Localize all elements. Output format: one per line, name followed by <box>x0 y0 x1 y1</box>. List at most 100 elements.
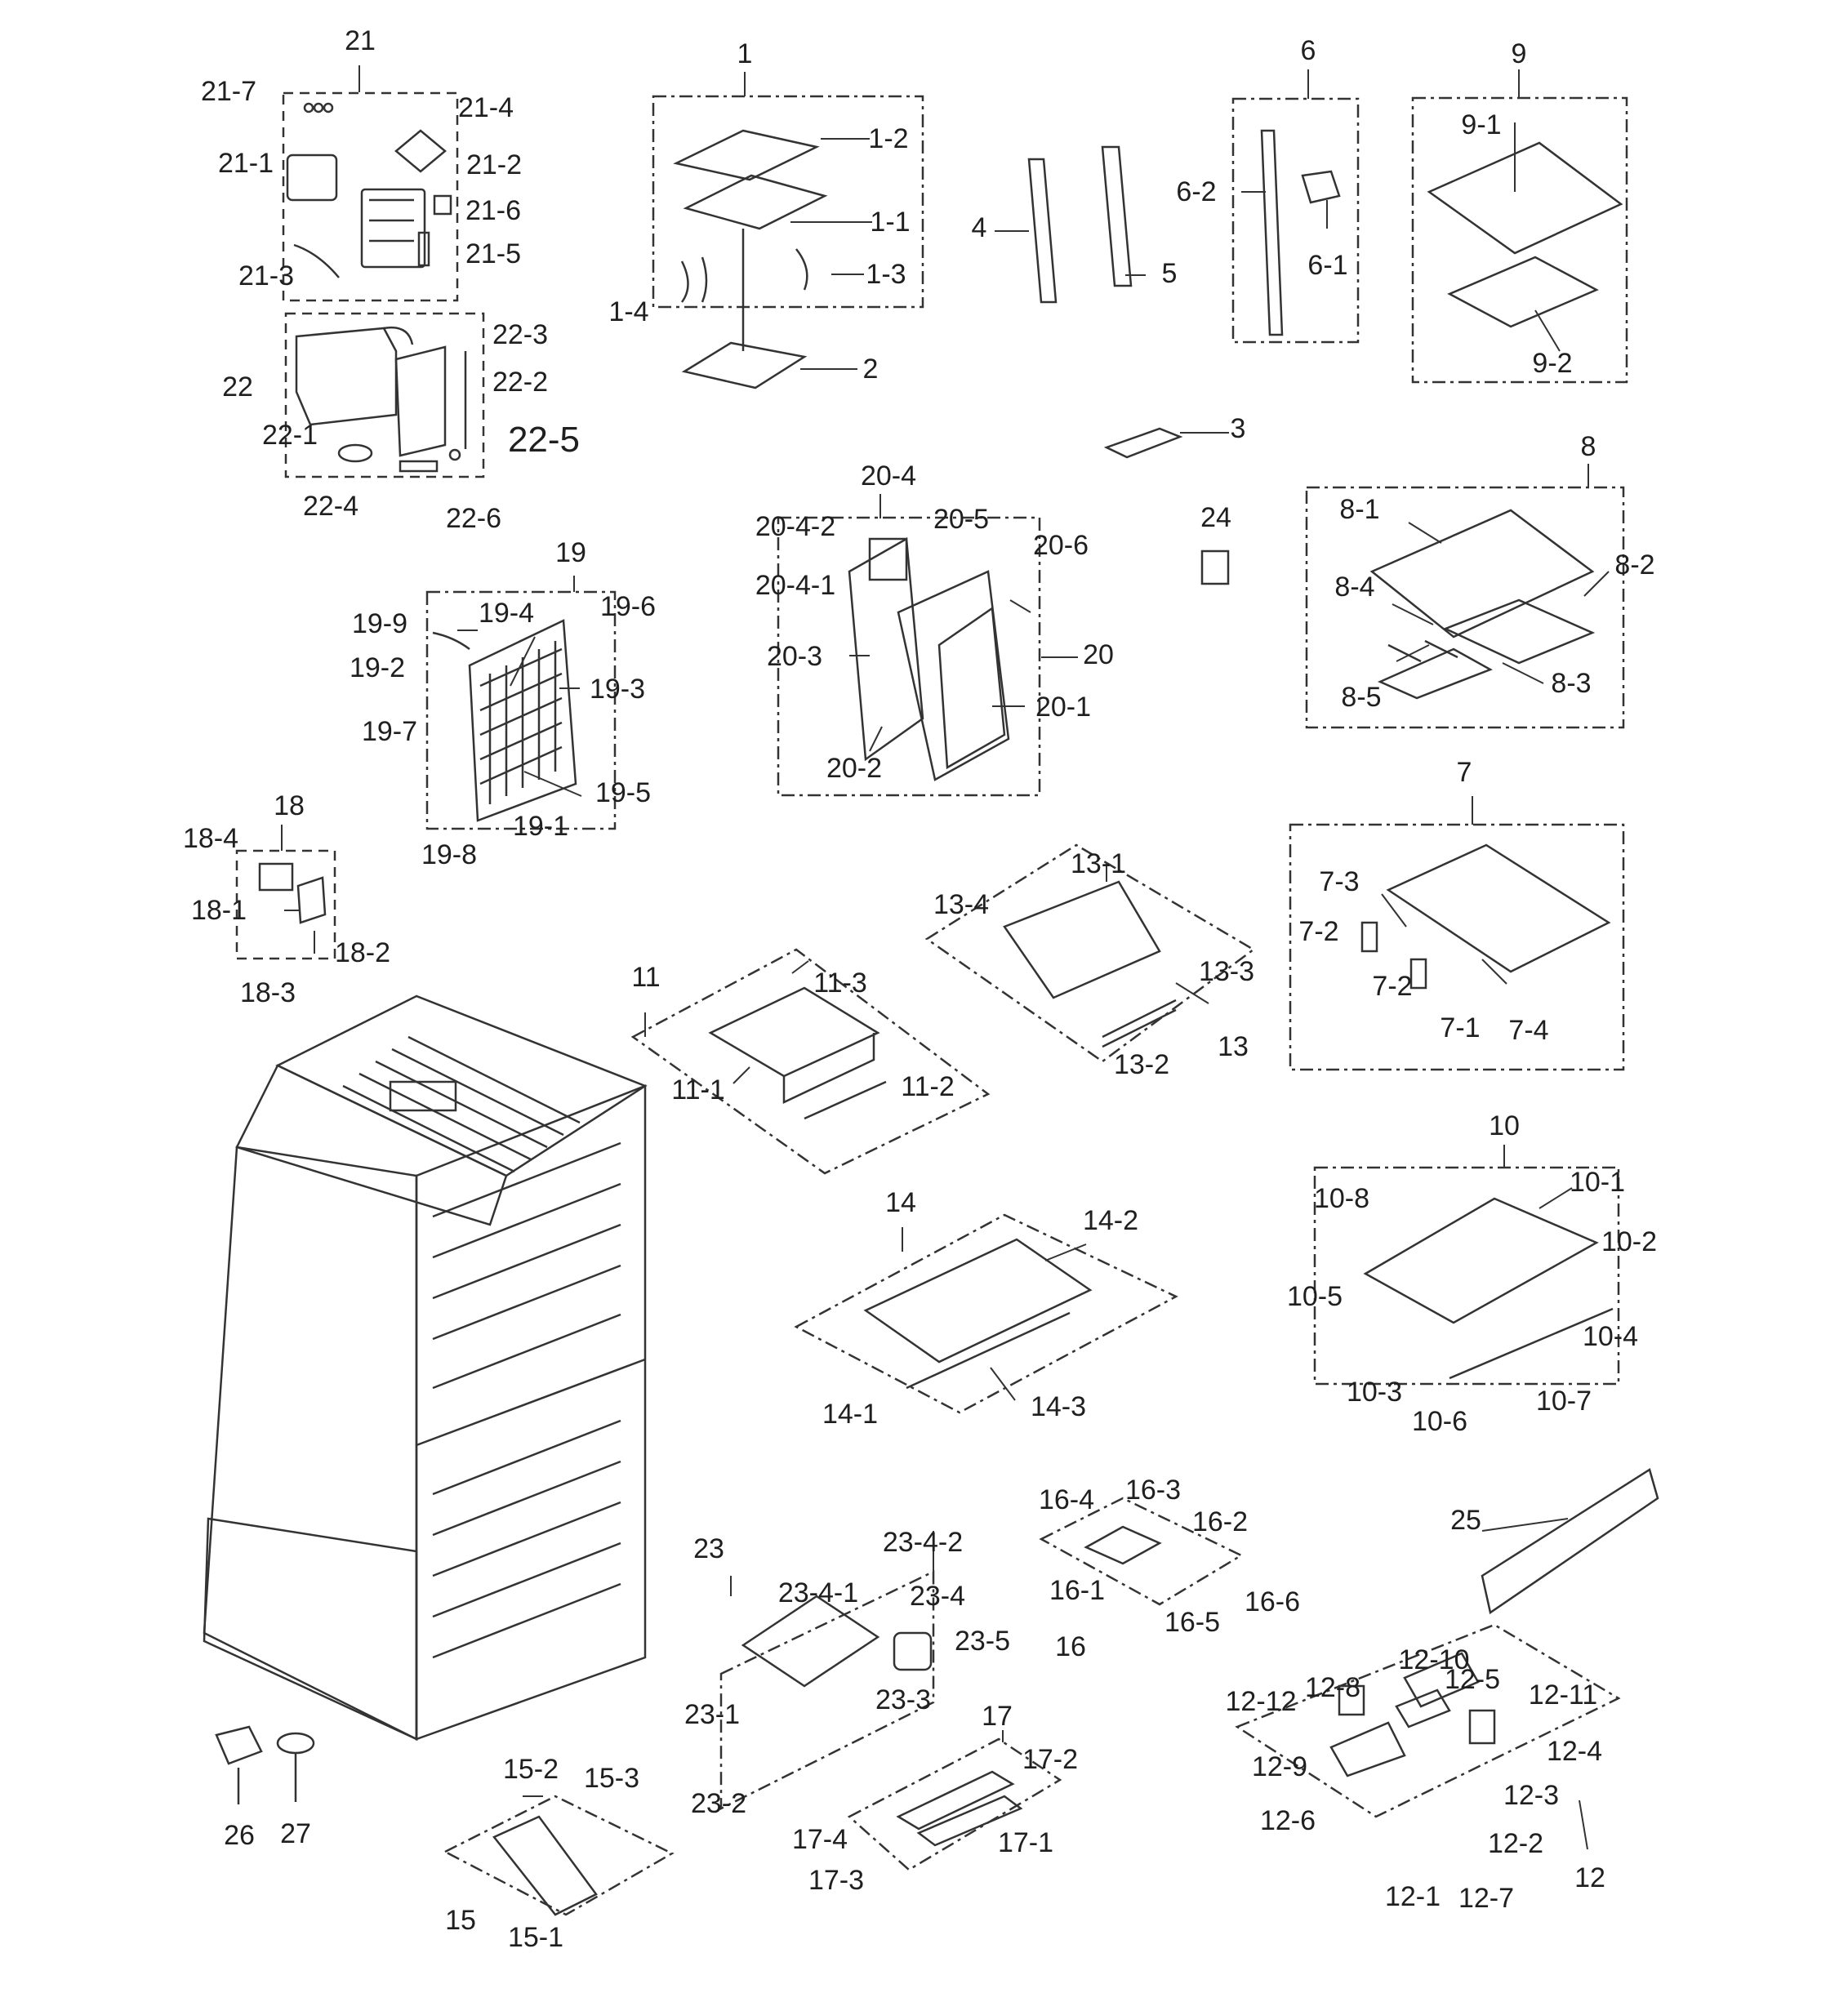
part-label-7-3: 7-3 <box>1319 866 1360 897</box>
part-20-panel <box>848 536 1010 781</box>
part-label-6-1: 6-1 <box>1307 250 1348 281</box>
part-label-19-8: 19-8 <box>421 839 478 870</box>
part-label-26: 26 <box>224 1820 255 1851</box>
part-label-1-3: 1-3 <box>866 259 906 290</box>
part-label-8: 8 <box>1580 431 1596 462</box>
group-box-11 <box>630 948 991 1175</box>
leader-lines <box>281 65 1610 1850</box>
part-label-19-2: 19-2 <box>349 652 406 683</box>
part-label-17-1: 17-1 <box>997 1827 1054 1858</box>
part-label-23-5: 23-5 <box>954 1626 1011 1657</box>
group-box-1 <box>652 95 924 309</box>
group-box-7 <box>1289 823 1625 1071</box>
part-label-4: 4 <box>971 212 987 243</box>
part-label-20-1: 20-1 <box>1035 692 1092 723</box>
part-label-13-1: 13-1 <box>1070 848 1127 879</box>
part-label-5: 5 <box>1161 258 1178 289</box>
part-label-22: 22 <box>222 371 253 403</box>
part-label-19-5: 19-5 <box>594 777 652 808</box>
part-label-20-3: 20-3 <box>766 641 823 672</box>
part-label-12-3: 12-3 <box>1503 1780 1560 1811</box>
part-label-10-4: 10-4 <box>1582 1321 1639 1352</box>
part-label-10-3: 10-3 <box>1346 1377 1403 1408</box>
part-label-10-1: 10-1 <box>1569 1167 1626 1198</box>
part-label-22-4: 22-4 <box>302 491 359 522</box>
part-label-22-2: 22-2 <box>492 367 549 398</box>
part-label-12-10: 12-10 <box>1398 1644 1470 1675</box>
part-label-17-3: 17-3 <box>808 1865 865 1896</box>
part-label-23-2: 23-2 <box>690 1788 747 1819</box>
part-3 <box>1103 427 1183 459</box>
part-19-evaporator <box>432 619 577 822</box>
part-13-drawer <box>1003 880 1177 1048</box>
part-label-9: 9 <box>1511 38 1527 69</box>
part-21-icemaker <box>286 102 452 278</box>
part-label-13-3: 13-3 <box>1198 956 1255 987</box>
part-label-11: 11 <box>631 962 661 993</box>
part-label-22-5: 22-5 <box>507 420 581 460</box>
part-label-16: 16 <box>1055 1631 1086 1662</box>
part-label-20-2: 20-2 <box>826 753 883 784</box>
part-label-21-5: 21-5 <box>465 238 522 269</box>
part-label-11-1: 11-1 <box>671 1074 725 1106</box>
part-label-21-3: 21-3 <box>238 260 295 291</box>
part-label-10-5: 10-5 <box>1286 1281 1343 1312</box>
part-label-19-9: 19-9 <box>351 608 408 639</box>
part-label-2: 2 <box>862 354 879 385</box>
part-25-bar <box>1481 1468 1659 1615</box>
part-label-21-4: 21-4 <box>457 92 514 123</box>
part-label-8-3: 8-3 <box>1551 668 1592 699</box>
part-label-19-6: 19-6 <box>599 591 657 622</box>
part-label-27: 27 <box>280 1818 311 1849</box>
group-box-6 <box>1231 97 1360 344</box>
part-label-15: 15 <box>445 1905 476 1936</box>
group-box-23 <box>719 1570 935 1811</box>
part-label-20-6: 20-6 <box>1032 530 1089 561</box>
part-label-9-1: 9-1 <box>1461 109 1502 140</box>
part-label-18-2: 18-2 <box>334 937 391 968</box>
part-label-9-2: 9-2 <box>1532 348 1573 379</box>
part-15 <box>492 1815 598 1916</box>
part-label-18: 18 <box>274 790 305 821</box>
part-label-7: 7 <box>1456 757 1472 788</box>
part-label-8-5: 8-5 <box>1341 682 1382 713</box>
part-label-17: 17 <box>982 1701 1013 1732</box>
part-label-12: 12 <box>1574 1862 1605 1893</box>
group-box-21 <box>282 91 459 302</box>
part-label-13: 13 <box>1218 1031 1249 1062</box>
part-label-12-8: 12-8 <box>1304 1672 1361 1703</box>
part-label-12-9: 12-9 <box>1251 1751 1308 1782</box>
part-label-14-1: 14-1 <box>822 1399 879 1430</box>
part-label-20-4-2: 20-4-2 <box>755 511 836 542</box>
refrigerator-cabinet <box>203 994 648 1742</box>
group-box-9 <box>1411 96 1628 384</box>
part-label-12-4: 12-4 <box>1546 1736 1603 1767</box>
part-27 <box>276 1732 315 1802</box>
group-box-19 <box>425 590 617 830</box>
part-label-16-1: 16-1 <box>1049 1575 1106 1606</box>
part-label-23-4-2: 23-4-2 <box>882 1527 964 1558</box>
part-label-16-3: 16-3 <box>1124 1475 1182 1506</box>
part-label-12-1: 12-1 <box>1384 1881 1441 1912</box>
part-label-15-2: 15-2 <box>502 1754 559 1785</box>
part-label-21-6: 21-6 <box>465 195 522 226</box>
part-label-14: 14 <box>885 1187 916 1218</box>
part-label-3: 3 <box>1230 413 1246 444</box>
part-label-23: 23 <box>693 1533 724 1564</box>
group-box-16 <box>1039 1497 1244 1606</box>
part-14-cover <box>863 1238 1093 1390</box>
part-22-ice-bucket <box>295 326 467 473</box>
part-label-23-4-1: 23-4-1 <box>777 1577 859 1608</box>
part-label-10-6: 10-6 <box>1411 1406 1468 1437</box>
group-box-8 <box>1305 486 1625 729</box>
part-label-8-2: 8-2 <box>1614 549 1655 581</box>
part-label-21-1: 21-1 <box>217 148 274 179</box>
part-label-14-3: 14-3 <box>1030 1391 1087 1422</box>
part-label-23-3: 23-3 <box>875 1684 932 1715</box>
part-label-17-4: 17-4 <box>791 1824 848 1855</box>
part-24 <box>1200 549 1230 585</box>
part-label-1-4: 1-4 <box>608 296 649 327</box>
part-label-20-4: 20-4 <box>860 460 917 492</box>
part-label-20-4-1: 20-4-1 <box>755 570 836 601</box>
